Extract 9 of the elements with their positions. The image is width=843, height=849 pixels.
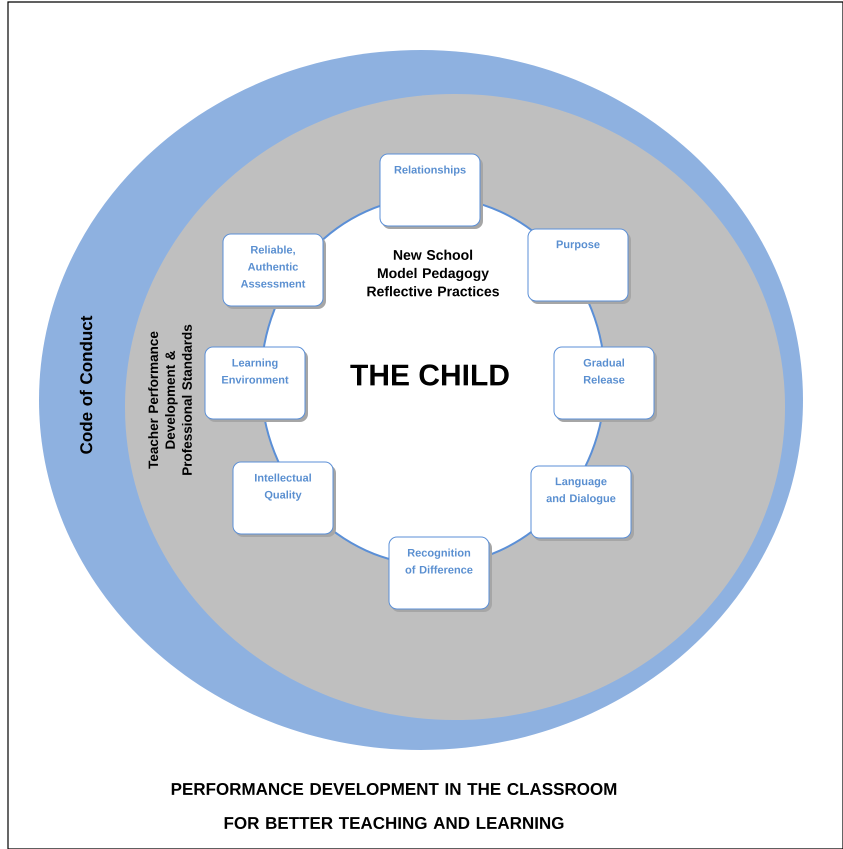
caption: PERFORMANCE DEVELOPMENT IN THE CLASSROOM FOR BETTER TEACHING AND LEARNING [172, 782, 616, 830]
text-box: Relationships [380, 154, 483, 229]
text-box: Purpose [528, 228, 631, 304]
text-box: Language and Dialogue [530, 466, 634, 541]
text-box: Learning Environment [204, 346, 308, 422]
text-box: Recognition of Difference [388, 536, 492, 612]
text-box: Gradual Release [554, 346, 657, 422]
text-box: Reliable, Authentic Assessment [222, 234, 326, 309]
text-box: Intellectual Quality [232, 462, 336, 537]
